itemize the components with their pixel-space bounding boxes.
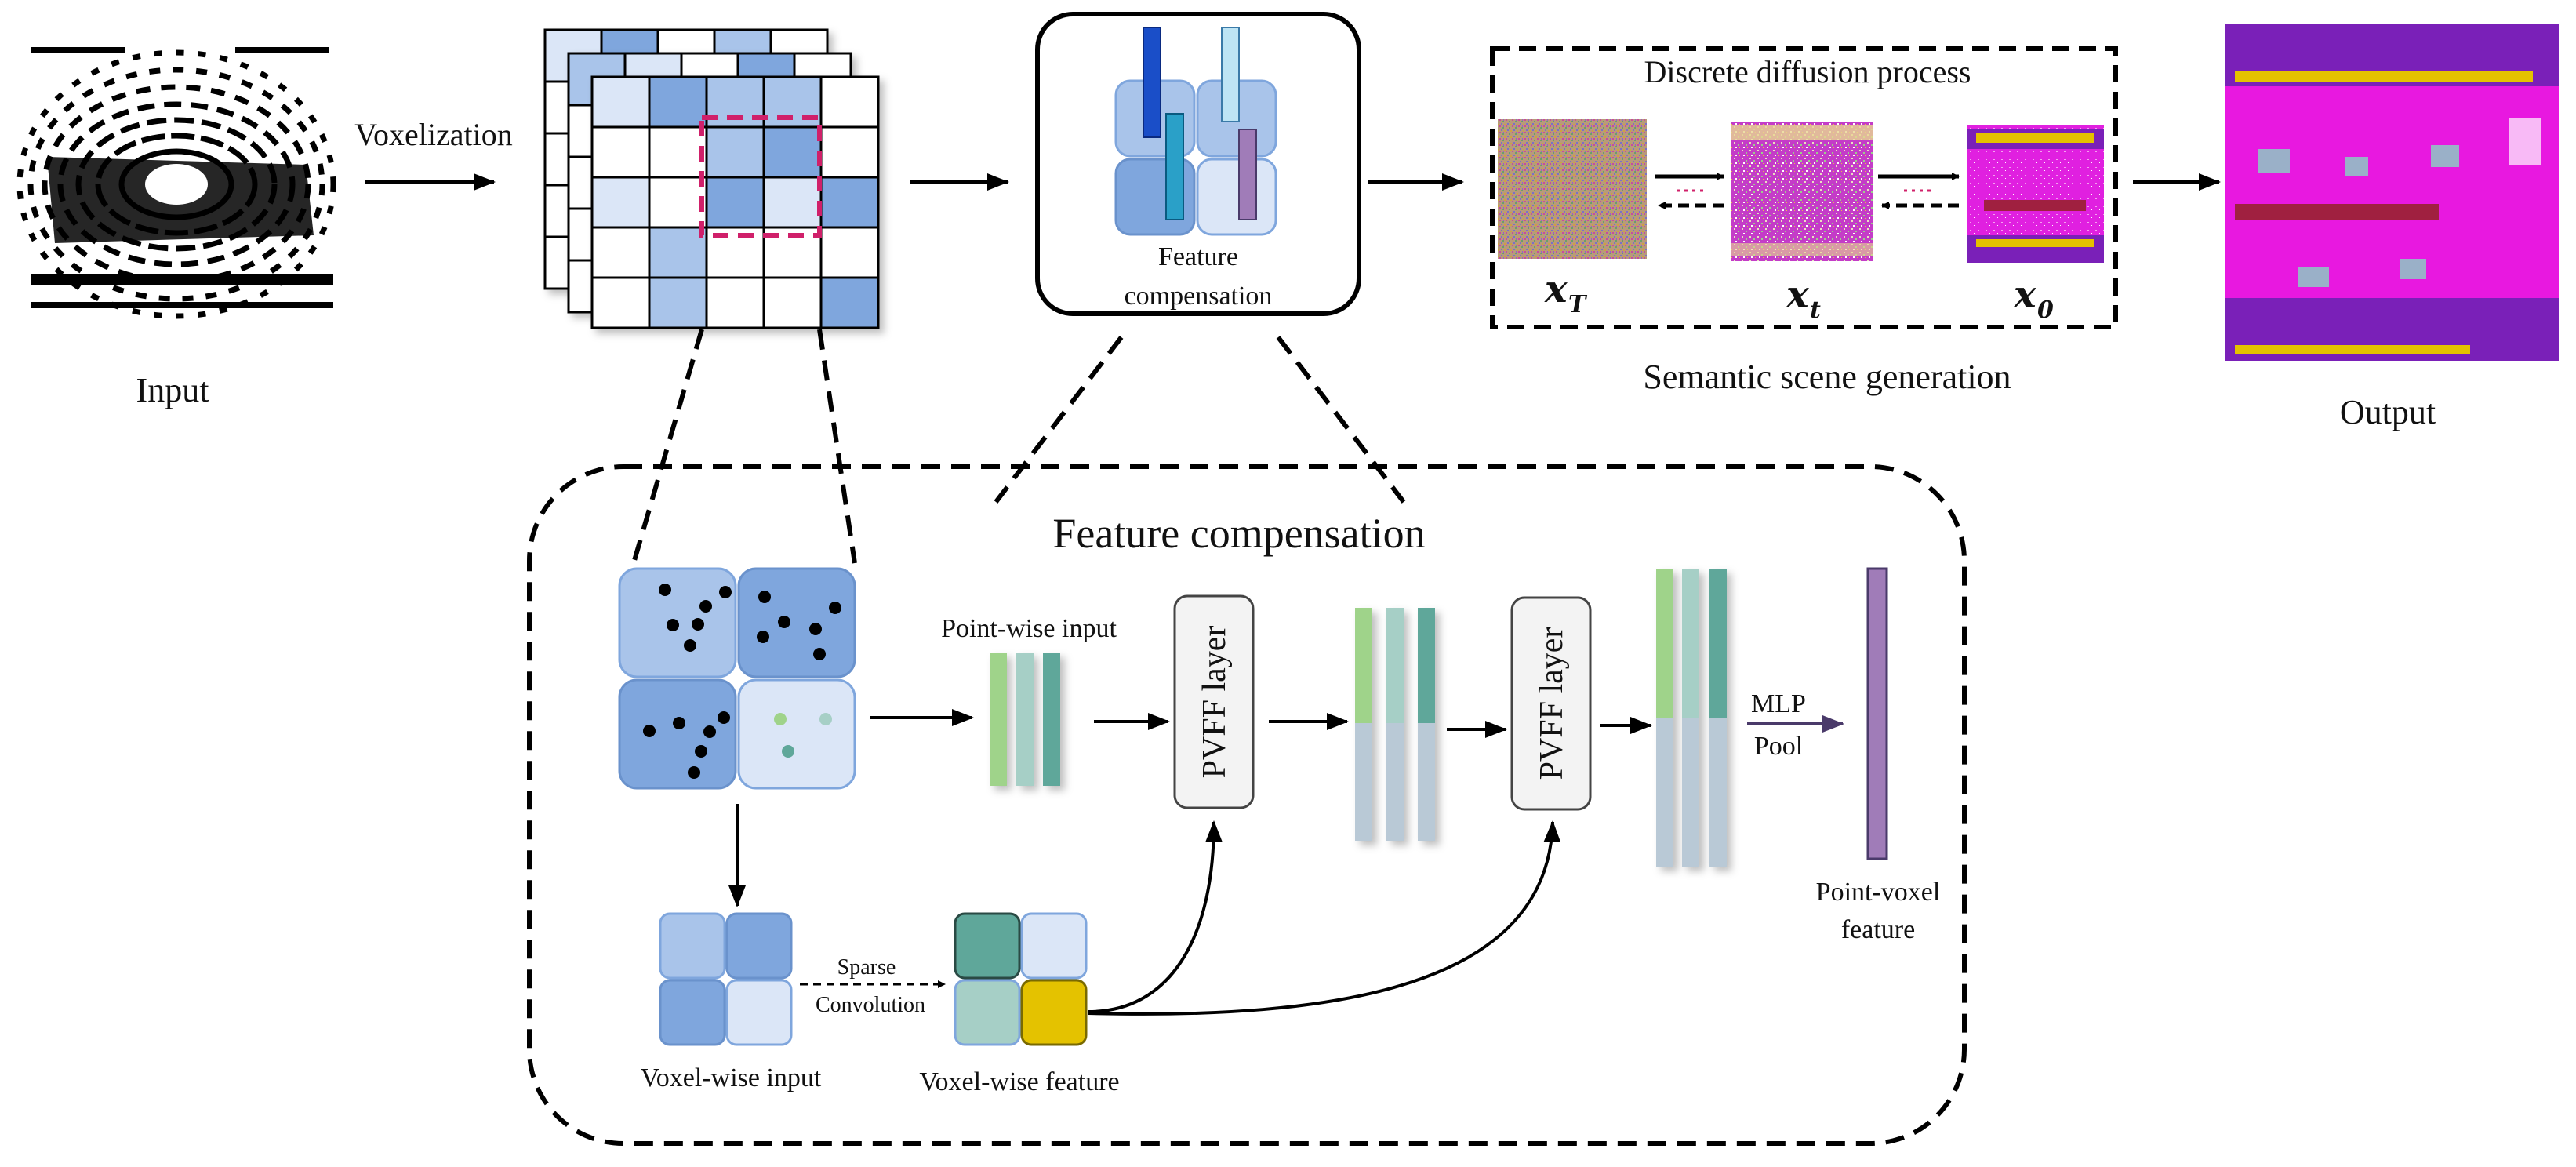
xt-symbol: x (1786, 273, 1810, 317)
intermediate-feature-bars (1355, 608, 1435, 841)
input-lidar-scan (16, 24, 336, 333)
voxel-points-grid (618, 567, 856, 790)
point-wise-input-bars (990, 653, 1060, 786)
pool-label: Pool (1754, 732, 1803, 761)
point-voxel-feature-label-2: feature (1841, 915, 1915, 944)
zoom-line-right (817, 329, 857, 564)
point-voxel-feature-label-1: Point-voxel (1816, 878, 1941, 907)
voxelization-label: Voxelization (354, 117, 512, 152)
voxel-wise-feature-grid (954, 912, 1088, 1046)
x0-symbol: x (2013, 273, 2037, 317)
xt-subscript: t (1810, 296, 1821, 324)
pvff-layer-2-label: PVFF layer (1534, 627, 1570, 780)
diffusion-process-box (1490, 46, 2118, 329)
input-label: Input (136, 371, 209, 409)
convolution-label: Convolution (816, 993, 925, 1017)
expand-line-left (994, 336, 1124, 504)
feature-to-pvff1-curve (1088, 820, 1223, 1013)
voxel-grid-stack (543, 28, 880, 329)
pvff-layer-1 (1173, 594, 1255, 809)
clean-image-x0 (1967, 125, 2104, 263)
mlp-label: MLP (1751, 689, 1806, 718)
voxel-grid-front (590, 75, 880, 329)
output-label: Output (2340, 393, 2436, 431)
voxel-wise-feature-label: Voxel-wise feature (919, 1067, 1119, 1096)
zoom-line-left (631, 329, 704, 564)
diffusion-title: Discrete diffusion process (1644, 54, 1971, 89)
pvff-layer-1-label: PVFF layer (1197, 626, 1233, 779)
selected-region-highlight (699, 115, 822, 238)
point-voxel-feature-bar (1866, 567, 1888, 860)
noise-image-xT (1498, 119, 1647, 259)
sparse-label: Sparse (837, 955, 896, 980)
output-semantic-scene (2225, 24, 2559, 361)
feature-compensation-detail-box (527, 464, 1967, 1146)
xT-symbol: x (1544, 267, 1568, 311)
xT-subscript: T (1568, 291, 1588, 318)
pvff-layer-2 (1510, 596, 1592, 811)
feature-box-label-2: compensation (1125, 282, 1273, 311)
semantic-scene-generation-label: Semantic scene generation (1643, 358, 2011, 396)
voxel-wise-input-label: Voxel-wise input (641, 1063, 822, 1092)
point-wise-input-label: Point-wise input (941, 614, 1117, 643)
final-feature-bars (1656, 569, 1727, 867)
x0-subscript: 0 (2037, 296, 2054, 324)
expand-line-right (1276, 336, 1406, 504)
feature-box-label-1: Feature (1158, 242, 1238, 271)
feature-compensation-icon (1114, 27, 1277, 236)
detail-title: Feature compensation (1052, 510, 1425, 557)
feature-to-pvff2-curve (1088, 820, 1561, 1016)
voxel-wise-input-grid (659, 912, 793, 1046)
partial-noise-image-xt (1731, 122, 1873, 261)
